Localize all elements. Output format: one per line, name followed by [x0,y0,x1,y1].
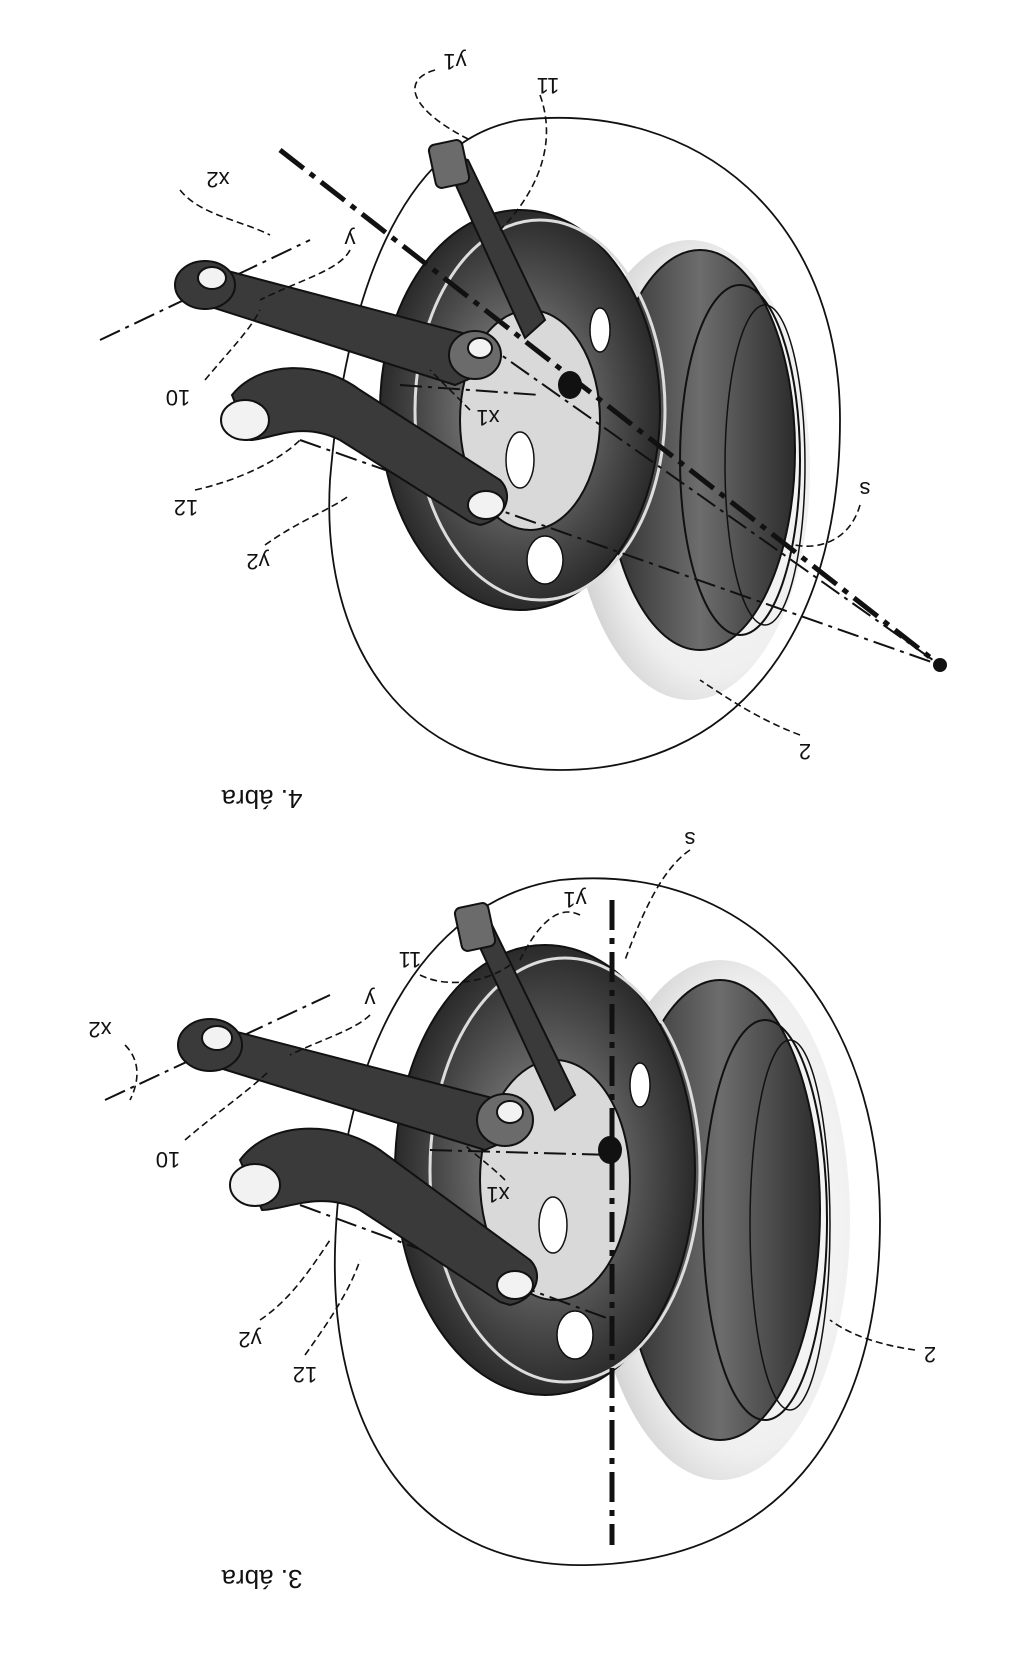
leader-y2 [259,1239,331,1321]
disc-window [505,431,535,489]
disc-window [556,1310,594,1360]
wheel-disc-lip [413,218,667,602]
leader-x1 [429,369,471,411]
figure-3: s x2 11 y1 y 10 x1 y2 12 2 3. ábra [88,827,936,1594]
figure-4-caption: 4. ábra [221,784,302,814]
tie-rod-11-end [427,139,471,189]
arm-10-ball-hole [467,337,493,359]
leader-y2 [264,494,351,546]
leader-x2 [124,1044,138,1101]
label-s: s [860,477,871,502]
leader-11 [499,94,548,231]
label-2: 2 [924,1342,936,1367]
leader-y1 [414,69,471,141]
label-x1: x1 [476,405,499,430]
label-s: s [685,827,696,852]
leader-x2 [179,189,271,236]
label-x2: x2 [88,1017,111,1042]
label-2: 2 [799,739,811,764]
label-10: 10 [166,385,190,410]
leader-2 [699,679,801,736]
label-y: y [365,987,376,1012]
label-11: 11 [537,73,560,98]
label-y1: y1 [563,887,586,912]
wheel-disc-lip [428,956,702,1384]
leader-2 [829,1319,916,1351]
label-x1: x1 [486,1182,509,1207]
label-y1: y1 [443,49,466,74]
arm-12-end [467,490,505,520]
label-11: 11 [399,947,422,972]
construction-line [429,1149,613,1156]
construction-line [399,384,541,396]
disc-window [526,535,564,585]
label-12: 12 [293,1362,317,1387]
arm-10-bushing-hole [201,1025,233,1051]
leader-s [794,504,861,547]
leader-s [624,849,691,961]
leader-x1 [464,1144,506,1181]
leader-12 [304,1259,361,1356]
leader-y [289,1014,371,1056]
label-10: 10 [156,1147,180,1172]
figure-4: y1 11 x2 y 10 x1 12 y2 s 2 4. ábra [99,49,947,814]
curved-arm-12 [238,1127,539,1307]
disc-window [538,1196,568,1254]
disc-window [629,1062,651,1108]
label-x2: x2 [206,167,229,192]
steering-axis-s [278,148,942,667]
leader-10 [204,309,261,381]
arm-12-eye [229,1163,281,1207]
arm-12-eye [220,399,270,441]
rim-inner-flange-2 [724,304,806,626]
rim-inner-flange [702,1019,828,1421]
leader-y [259,249,351,301]
arm-12-end [496,1270,534,1300]
leader-12 [194,439,301,491]
label-y2: y2 [238,1327,261,1352]
tie-rod-11-end [453,902,497,952]
label-y2: y2 [246,549,269,574]
figure-3-caption: 3. ábra [221,1564,302,1594]
label-y: y [345,227,356,252]
leader-10 [184,1069,271,1141]
arm-10-bushing-hole [197,266,227,290]
rim-inner-flange-2 [749,1039,831,1411]
disc-window [589,307,611,353]
leader-y1 [519,911,581,961]
arm-10-ball-hole [496,1100,524,1124]
leader-11 [419,964,511,984]
label-12: 12 [174,495,198,520]
construction-line [479,339,941,666]
